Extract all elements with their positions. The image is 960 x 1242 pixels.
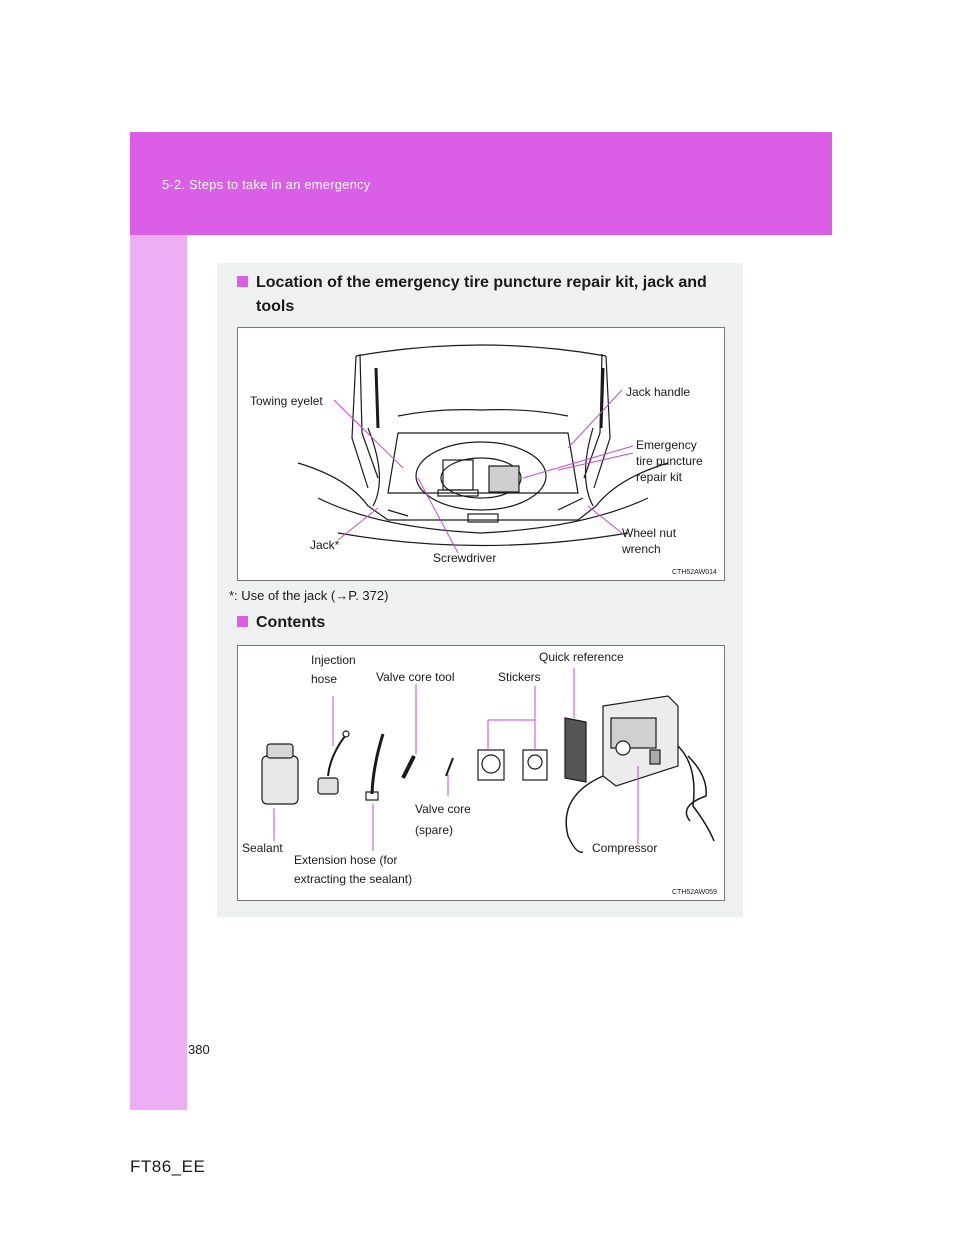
square-bullet-icon <box>237 616 248 627</box>
emergency-kit-label-1: Emergency <box>636 438 697 452</box>
towing-eyelet-label: Towing eyelet <box>250 394 323 408</box>
contents-heading-text: Contents <box>256 614 326 631</box>
quick-reference-label: Quick reference <box>539 650 624 664</box>
emergency-kit-label-3: repair kit <box>636 470 683 484</box>
valve-core-label-2: (spare) <box>415 823 454 837</box>
wheel-nut-wrench-label-2: wrench <box>622 542 661 556</box>
stickers-label: Stickers <box>498 670 541 684</box>
trunk-figure: Towing eyelet Jack handle Emergency tire… <box>237 327 725 581</box>
contents-heading: Contents <box>237 611 325 635</box>
valve-core-label-1: Valve core <box>415 802 471 816</box>
sealant-label: Sealant <box>242 841 283 855</box>
compressor-label: Compressor <box>592 841 658 855</box>
contents-figure: Injection hose Valve core tool Stickers … <box>237 645 725 901</box>
extension-hose-label-2: extracting the sealant) <box>294 872 413 886</box>
jack-handle-label: Jack handle <box>626 385 691 399</box>
section-title: 5-2. Steps to take in an emergency <box>162 177 371 192</box>
emergency-kit-label-2: tire puncture <box>636 454 703 468</box>
chapter-header-bar <box>130 132 832 235</box>
square-bullet-icon <box>237 276 248 287</box>
trunk-illustration <box>297 344 669 554</box>
injection-hose-label-1: Injection <box>311 653 356 667</box>
page-side-tab <box>130 235 187 1110</box>
location-heading-line2: tools <box>256 298 295 315</box>
figure-code: CTH52AW059 <box>672 889 717 896</box>
kit-contents-illustration <box>261 668 715 853</box>
figure-code: CTH52AW014 <box>672 569 717 576</box>
location-heading: Location of the emergency tire puncture … <box>237 271 727 319</box>
jack-note: *: Use of the jack (→P. 372) <box>229 588 389 603</box>
screwdriver-label: Screwdriver <box>433 551 497 565</box>
page-number: 380 <box>188 1042 210 1057</box>
jack-label: Jack* <box>310 538 340 552</box>
wheel-nut-wrench-label-1: Wheel nut <box>622 526 677 540</box>
location-heading-line1: Location of the emergency tire puncture … <box>256 274 707 291</box>
footer-code: FT86_EE <box>130 1157 206 1176</box>
valve-core-tool-label: Valve core tool <box>376 670 455 684</box>
injection-hose-label-2: hose <box>311 672 338 686</box>
extension-hose-label-1: Extension hose (for <box>294 853 398 867</box>
